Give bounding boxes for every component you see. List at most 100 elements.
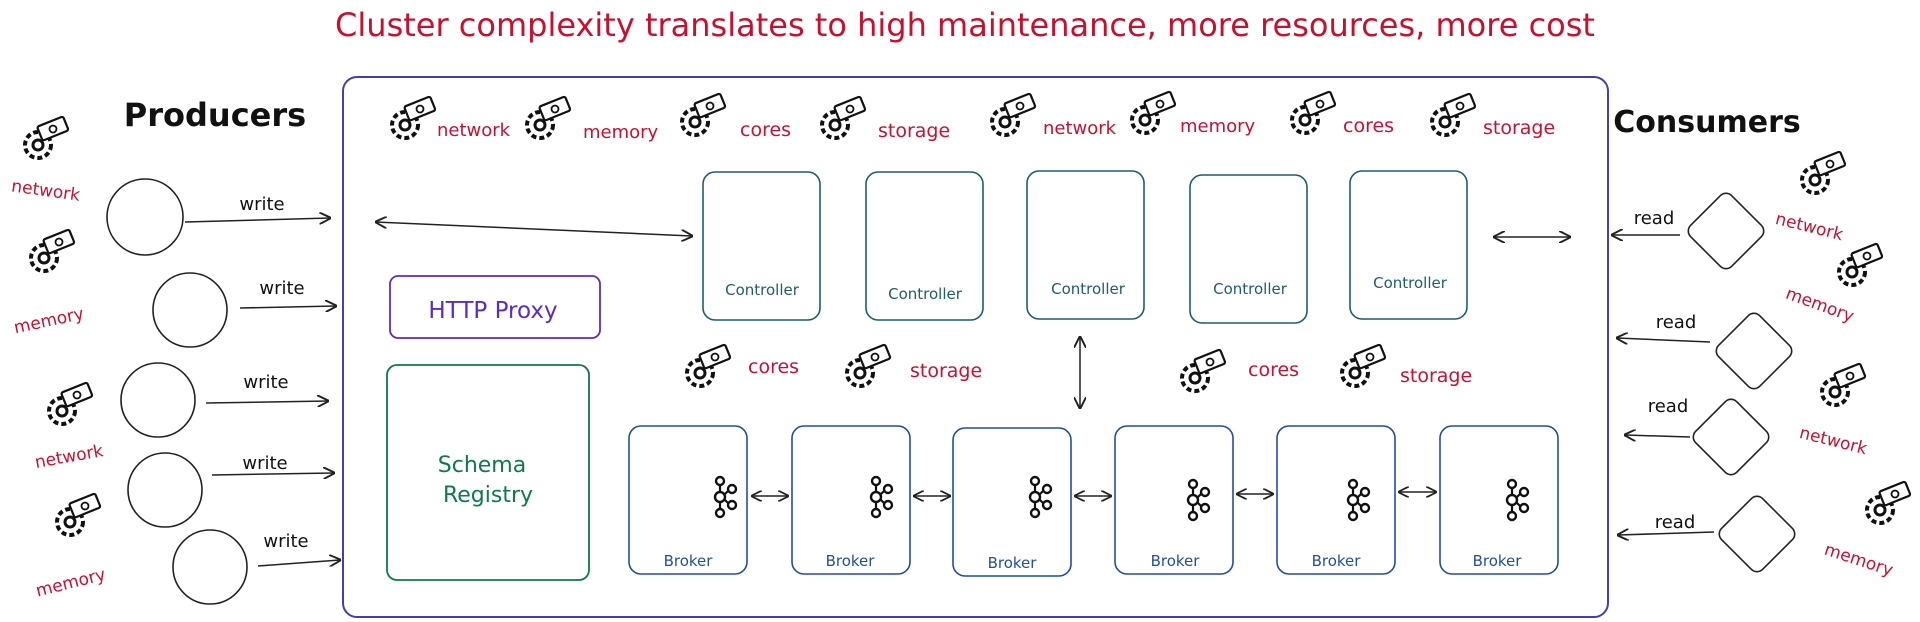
producer-node bbox=[106, 178, 184, 256]
read-arrow bbox=[1617, 338, 1711, 342]
http-proxy-label: HTTP Proxy bbox=[428, 298, 557, 324]
write-arrow bbox=[205, 401, 328, 403]
money-gear-icon bbox=[1180, 347, 1228, 393]
broker-label: Broker bbox=[988, 554, 1038, 572]
cluster-resource-label: cores bbox=[740, 119, 791, 141]
controller-node: Controller bbox=[1349, 170, 1468, 320]
write-arrow bbox=[211, 473, 334, 475]
broker-label: Broker bbox=[1151, 552, 1201, 570]
controller-label: Controller bbox=[725, 281, 800, 299]
producer-resource-label: network bbox=[33, 441, 105, 473]
money-gear-icon bbox=[23, 114, 71, 160]
kafka-icon bbox=[1186, 478, 1211, 522]
controller-label: Controller bbox=[1051, 280, 1126, 298]
broker-label: Broker bbox=[826, 552, 876, 570]
kafka-icon bbox=[869, 475, 894, 519]
read-label: read bbox=[1655, 512, 1696, 533]
read-label: read bbox=[1656, 312, 1697, 333]
producer-node bbox=[152, 272, 228, 348]
read-arrow bbox=[1618, 532, 1715, 535]
write-label: write bbox=[239, 194, 284, 215]
consumer-node bbox=[1692, 398, 1770, 476]
consumer-node bbox=[1687, 192, 1765, 270]
cluster-resource-label: storage bbox=[910, 360, 982, 382]
controller-node: Controller bbox=[702, 171, 821, 321]
read-label: read bbox=[1634, 208, 1675, 229]
consumer-resource-label: network bbox=[1797, 423, 1869, 459]
broker-label: Broker bbox=[664, 552, 714, 570]
kafka-icon bbox=[1505, 478, 1530, 522]
producer-node bbox=[172, 529, 248, 605]
cluster-resource-label: network bbox=[1043, 118, 1117, 139]
cluster-boundary bbox=[342, 76, 1609, 618]
write-label: write bbox=[259, 278, 304, 299]
producer-resource-label: network bbox=[10, 176, 81, 205]
consumer-node bbox=[1718, 495, 1796, 573]
money-gear-icon bbox=[845, 342, 893, 388]
money-gear-icon bbox=[47, 380, 95, 426]
consumer-resource-label: network bbox=[1773, 209, 1845, 245]
read-label: read bbox=[1648, 396, 1689, 417]
consumer-resource-label: memory bbox=[1783, 284, 1857, 327]
kafka-icon bbox=[1028, 475, 1053, 519]
producer-node bbox=[120, 362, 196, 438]
controller-label: Controller bbox=[1373, 274, 1448, 292]
money-gear-icon bbox=[680, 91, 728, 137]
money-gear-icon bbox=[820, 94, 868, 140]
broker-node: Broker bbox=[628, 425, 748, 575]
kafka-icon bbox=[1346, 478, 1371, 522]
producer-resource-label: memory bbox=[12, 304, 86, 338]
money-gear-icon bbox=[29, 227, 77, 273]
money-gear-icon bbox=[990, 91, 1038, 137]
consumer-resource-label: memory bbox=[1822, 540, 1896, 581]
consumer-node bbox=[1715, 312, 1793, 390]
money-gear-icon bbox=[1820, 361, 1868, 407]
money-gear-icon bbox=[525, 94, 573, 140]
producer-node bbox=[127, 452, 203, 528]
diagram-title: Cluster complexity translates to high ma… bbox=[335, 6, 1595, 44]
broker-node: Broker bbox=[1439, 425, 1559, 575]
write-label: write bbox=[242, 453, 287, 474]
cluster-resource-label: network bbox=[437, 120, 511, 141]
controller-node: Controller bbox=[865, 171, 984, 321]
broker-label: Broker bbox=[1473, 552, 1523, 570]
write-label: write bbox=[243, 372, 288, 393]
controller-label: Controller bbox=[1213, 280, 1288, 298]
kafka-icon bbox=[713, 475, 738, 519]
broker-node: Broker bbox=[1114, 425, 1234, 575]
producer-resource-label: memory bbox=[34, 565, 108, 602]
money-gear-icon bbox=[1290, 89, 1338, 135]
write-arrow bbox=[257, 560, 340, 566]
cluster-resource-label: storage bbox=[878, 120, 950, 142]
write-arrow bbox=[239, 306, 336, 308]
cluster-resource-label: storage bbox=[1483, 117, 1555, 139]
cluster-resource-label: cores bbox=[1343, 115, 1394, 137]
cluster-resource-label: cores bbox=[1248, 359, 1299, 381]
controller-node: Controller bbox=[1026, 170, 1145, 320]
money-gear-icon bbox=[1800, 149, 1848, 195]
cluster-resource-label: storage bbox=[1400, 365, 1472, 387]
schema-registry-label: Registry bbox=[443, 483, 533, 508]
money-gear-icon bbox=[1837, 241, 1885, 287]
schema-registry-label: Schema bbox=[438, 453, 526, 478]
broker-node: Broker bbox=[791, 425, 911, 575]
write-label: write bbox=[263, 531, 308, 552]
money-gear-icon bbox=[1865, 479, 1913, 525]
money-gear-icon bbox=[55, 491, 103, 537]
controller-label: Controller bbox=[888, 285, 963, 303]
money-gear-icon bbox=[390, 94, 438, 140]
money-gear-icon bbox=[1430, 91, 1478, 137]
cluster-resource-label: memory bbox=[1180, 116, 1256, 137]
money-gear-icon bbox=[1130, 89, 1178, 135]
schema-registry-box: Schema Registry bbox=[386, 364, 590, 581]
controller-link-arrow bbox=[376, 222, 692, 236]
cluster-resource-label: memory bbox=[583, 122, 659, 143]
money-gear-icon bbox=[685, 342, 733, 388]
write-arrow bbox=[184, 218, 330, 222]
money-gear-icon bbox=[1340, 342, 1388, 388]
read-arrow bbox=[1625, 435, 1691, 437]
http-proxy-box: HTTP Proxy bbox=[389, 275, 601, 339]
controller-node: Controller bbox=[1189, 174, 1308, 324]
broker-label: Broker bbox=[1312, 552, 1362, 570]
